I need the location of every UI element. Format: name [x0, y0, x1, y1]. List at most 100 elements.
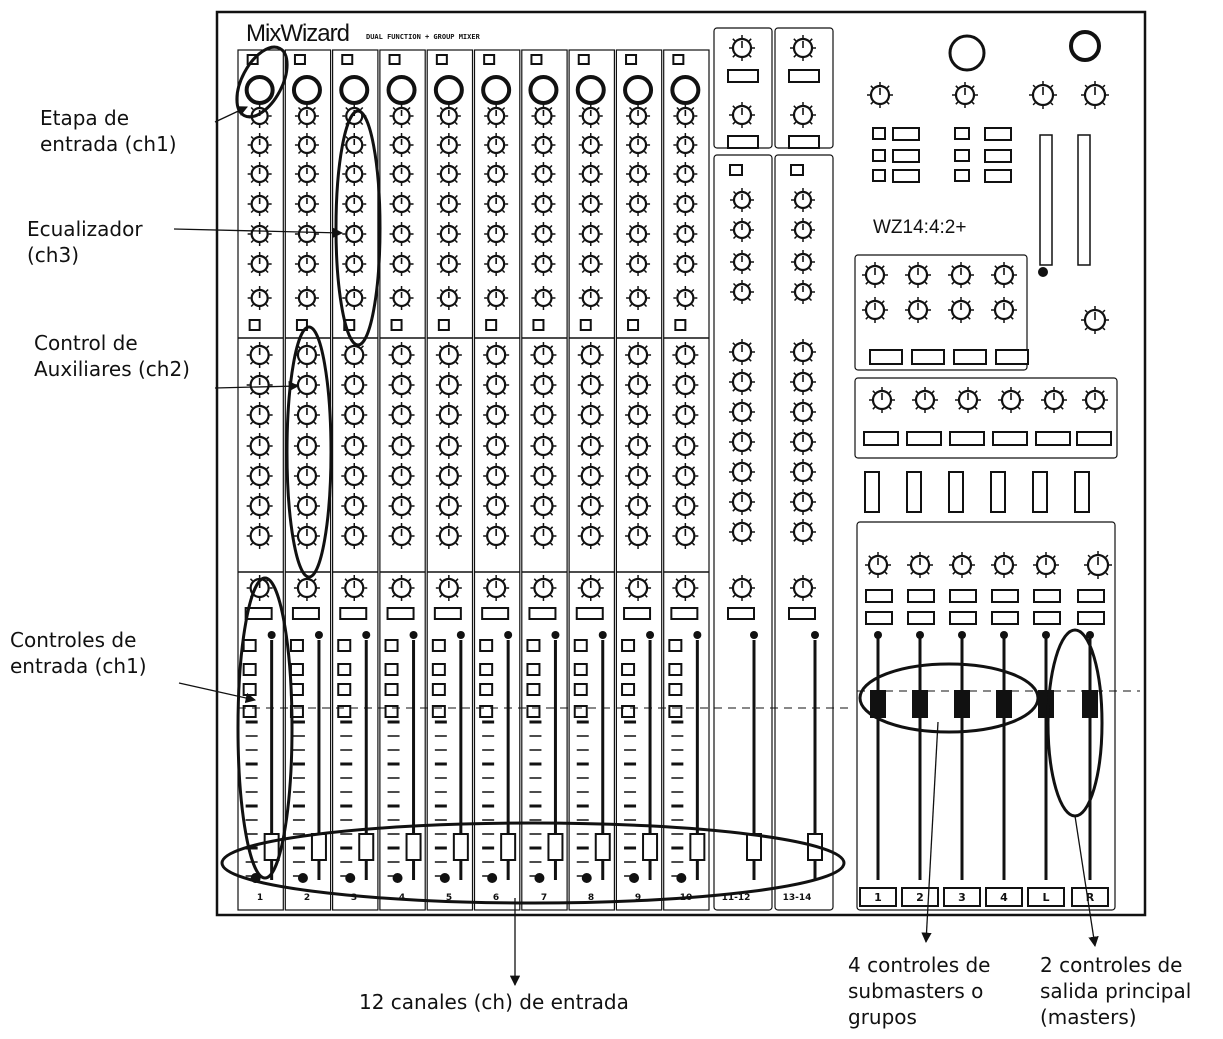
group-number-label: 4: [984, 891, 1024, 904]
switch-button: [955, 128, 969, 139]
switch-button: [950, 432, 984, 445]
switch-button: [529, 608, 555, 619]
switch-button: [893, 170, 919, 182]
switch-button: [955, 170, 969, 181]
fader-cap: [454, 834, 468, 860]
switch-button: [1033, 472, 1047, 512]
switch-button: [893, 128, 919, 140]
label-submasters: 4 controles de submasters o grupos: [848, 952, 991, 1030]
switch-button: [480, 684, 492, 695]
fader-cap: [359, 834, 373, 860]
switch-button: [985, 150, 1011, 162]
switch-button: [908, 590, 934, 602]
switch-button: [386, 664, 398, 675]
switch-button: [295, 55, 305, 64]
fader-cap: [1038, 690, 1054, 718]
led-icon: [693, 631, 701, 639]
switch-button: [669, 664, 681, 675]
fader-cap: [1082, 690, 1098, 718]
channel-number-label: 11-12: [716, 893, 756, 903]
switch-button: [575, 640, 587, 651]
headphone-jack-icon: [1071, 32, 1099, 60]
channel-number-label: 9: [618, 893, 658, 903]
led-icon: [958, 631, 966, 639]
pivot-dot: [440, 873, 450, 883]
channel-number-label: 1: [240, 893, 280, 903]
switch-button: [675, 320, 685, 330]
switch-button: [893, 150, 919, 162]
switch-button: [386, 640, 398, 651]
gain-knob-icon: [625, 77, 651, 103]
gain-knob-icon: [483, 77, 509, 103]
switch-button: [866, 612, 892, 624]
channel-number-label: 2: [287, 893, 327, 903]
switch-button: [484, 55, 494, 64]
fader-cap: [501, 834, 515, 860]
model-name: WZ14:4:2+: [873, 217, 966, 239]
group-number-label: 2: [900, 891, 940, 904]
switch-button: [985, 128, 1011, 140]
switch-button: [996, 350, 1028, 364]
led-icon: [916, 631, 924, 639]
led-icon: [599, 631, 607, 639]
switch-button: [291, 664, 303, 675]
switch-button: [622, 640, 634, 651]
switch-button: [1078, 612, 1104, 624]
pivot-dot: [393, 873, 403, 883]
brand-logo: MixWizard: [246, 20, 349, 48]
switch-button: [575, 684, 587, 695]
switch-button: [433, 640, 445, 651]
fader-cap: [690, 834, 704, 860]
switch-button: [1078, 590, 1104, 602]
switch-button: [338, 684, 350, 695]
switch-button: [991, 472, 1005, 512]
switch-button: [293, 608, 319, 619]
switch-button: [624, 608, 650, 619]
group-number-label: R: [1070, 891, 1110, 904]
led-icon: [1038, 267, 1048, 277]
gain-knob-icon: [389, 77, 415, 103]
switch-button: [486, 320, 496, 330]
label-input-stage: Etapa de entrada (ch1): [40, 105, 177, 157]
led-icon: [315, 631, 323, 639]
switch-button: [669, 640, 681, 651]
gain-knob-icon: [530, 77, 556, 103]
switch-button: [527, 640, 539, 651]
switch-button: [864, 432, 898, 445]
fader-cap: [265, 834, 279, 860]
led-icon: [268, 631, 276, 639]
switch-button: [244, 640, 256, 651]
pivot-dot: [676, 873, 686, 883]
switch-button: [865, 472, 879, 512]
switch-button: [907, 472, 921, 512]
switch-button: [870, 350, 902, 364]
switch-button: [673, 55, 683, 64]
pivot-dot: [582, 873, 592, 883]
switch-button: [244, 684, 256, 695]
switch-button: [993, 432, 1027, 445]
label-main-outputs: 2 controles de salida principal (masters…: [1040, 952, 1191, 1030]
led-icon: [811, 631, 819, 639]
switch-button: [907, 432, 941, 445]
pivot-dot: [629, 873, 639, 883]
switch-button: [480, 640, 492, 651]
switch-button: [392, 320, 402, 330]
switch-button: [728, 70, 758, 82]
switch-button: [533, 320, 543, 330]
channel-number-label: 13-14: [777, 893, 817, 903]
switch-button: [480, 664, 492, 675]
switch-button: [250, 320, 260, 330]
group-number-label: L: [1026, 891, 1066, 904]
fader-cap: [596, 834, 610, 860]
led-icon: [551, 631, 559, 639]
channel-number-label: 10: [666, 893, 706, 903]
label-aux-control: Control de Auxiliares (ch2): [34, 330, 190, 382]
switch-button: [728, 136, 758, 148]
switch-button: [244, 664, 256, 675]
switch-button: [628, 320, 638, 330]
channel-number-label: 8: [571, 893, 611, 903]
gain-knob-icon: [247, 77, 273, 103]
channel-number-label: 4: [382, 893, 422, 903]
fader-cap: [747, 834, 761, 860]
